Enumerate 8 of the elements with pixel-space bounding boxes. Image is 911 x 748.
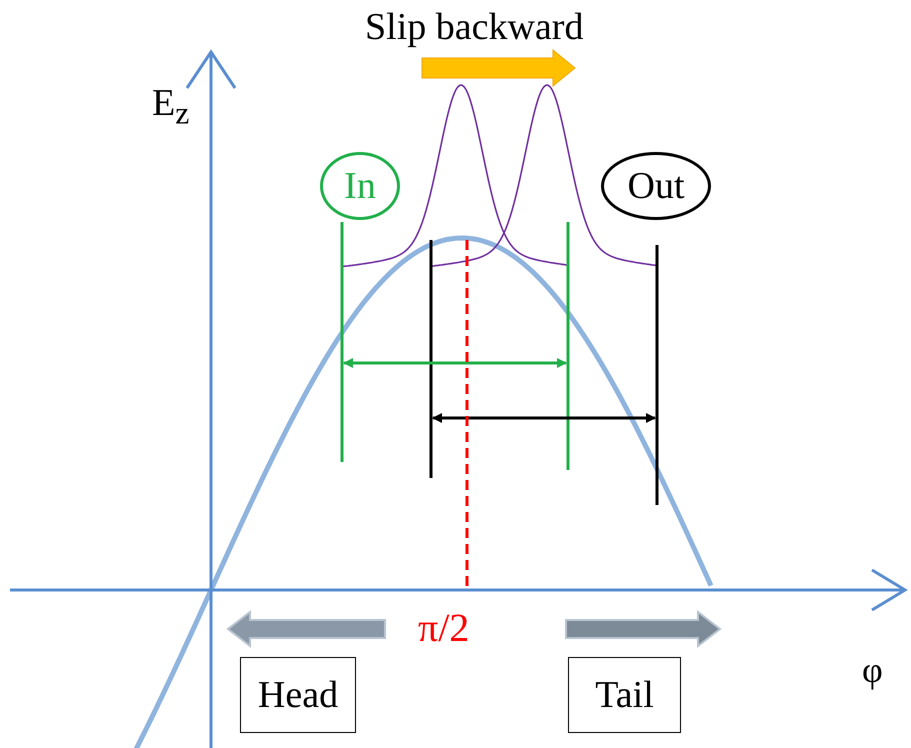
label-box: Head [240,657,356,733]
label-box: Tail [568,657,681,733]
tick-label: π/2 [418,608,470,648]
axis-label: φ [862,652,883,688]
axis-label: E$_{z}$ [152,84,190,130]
title-label: Slip backward [365,8,584,46]
label-circle: In [320,152,400,220]
label-circle: Out [601,152,711,220]
